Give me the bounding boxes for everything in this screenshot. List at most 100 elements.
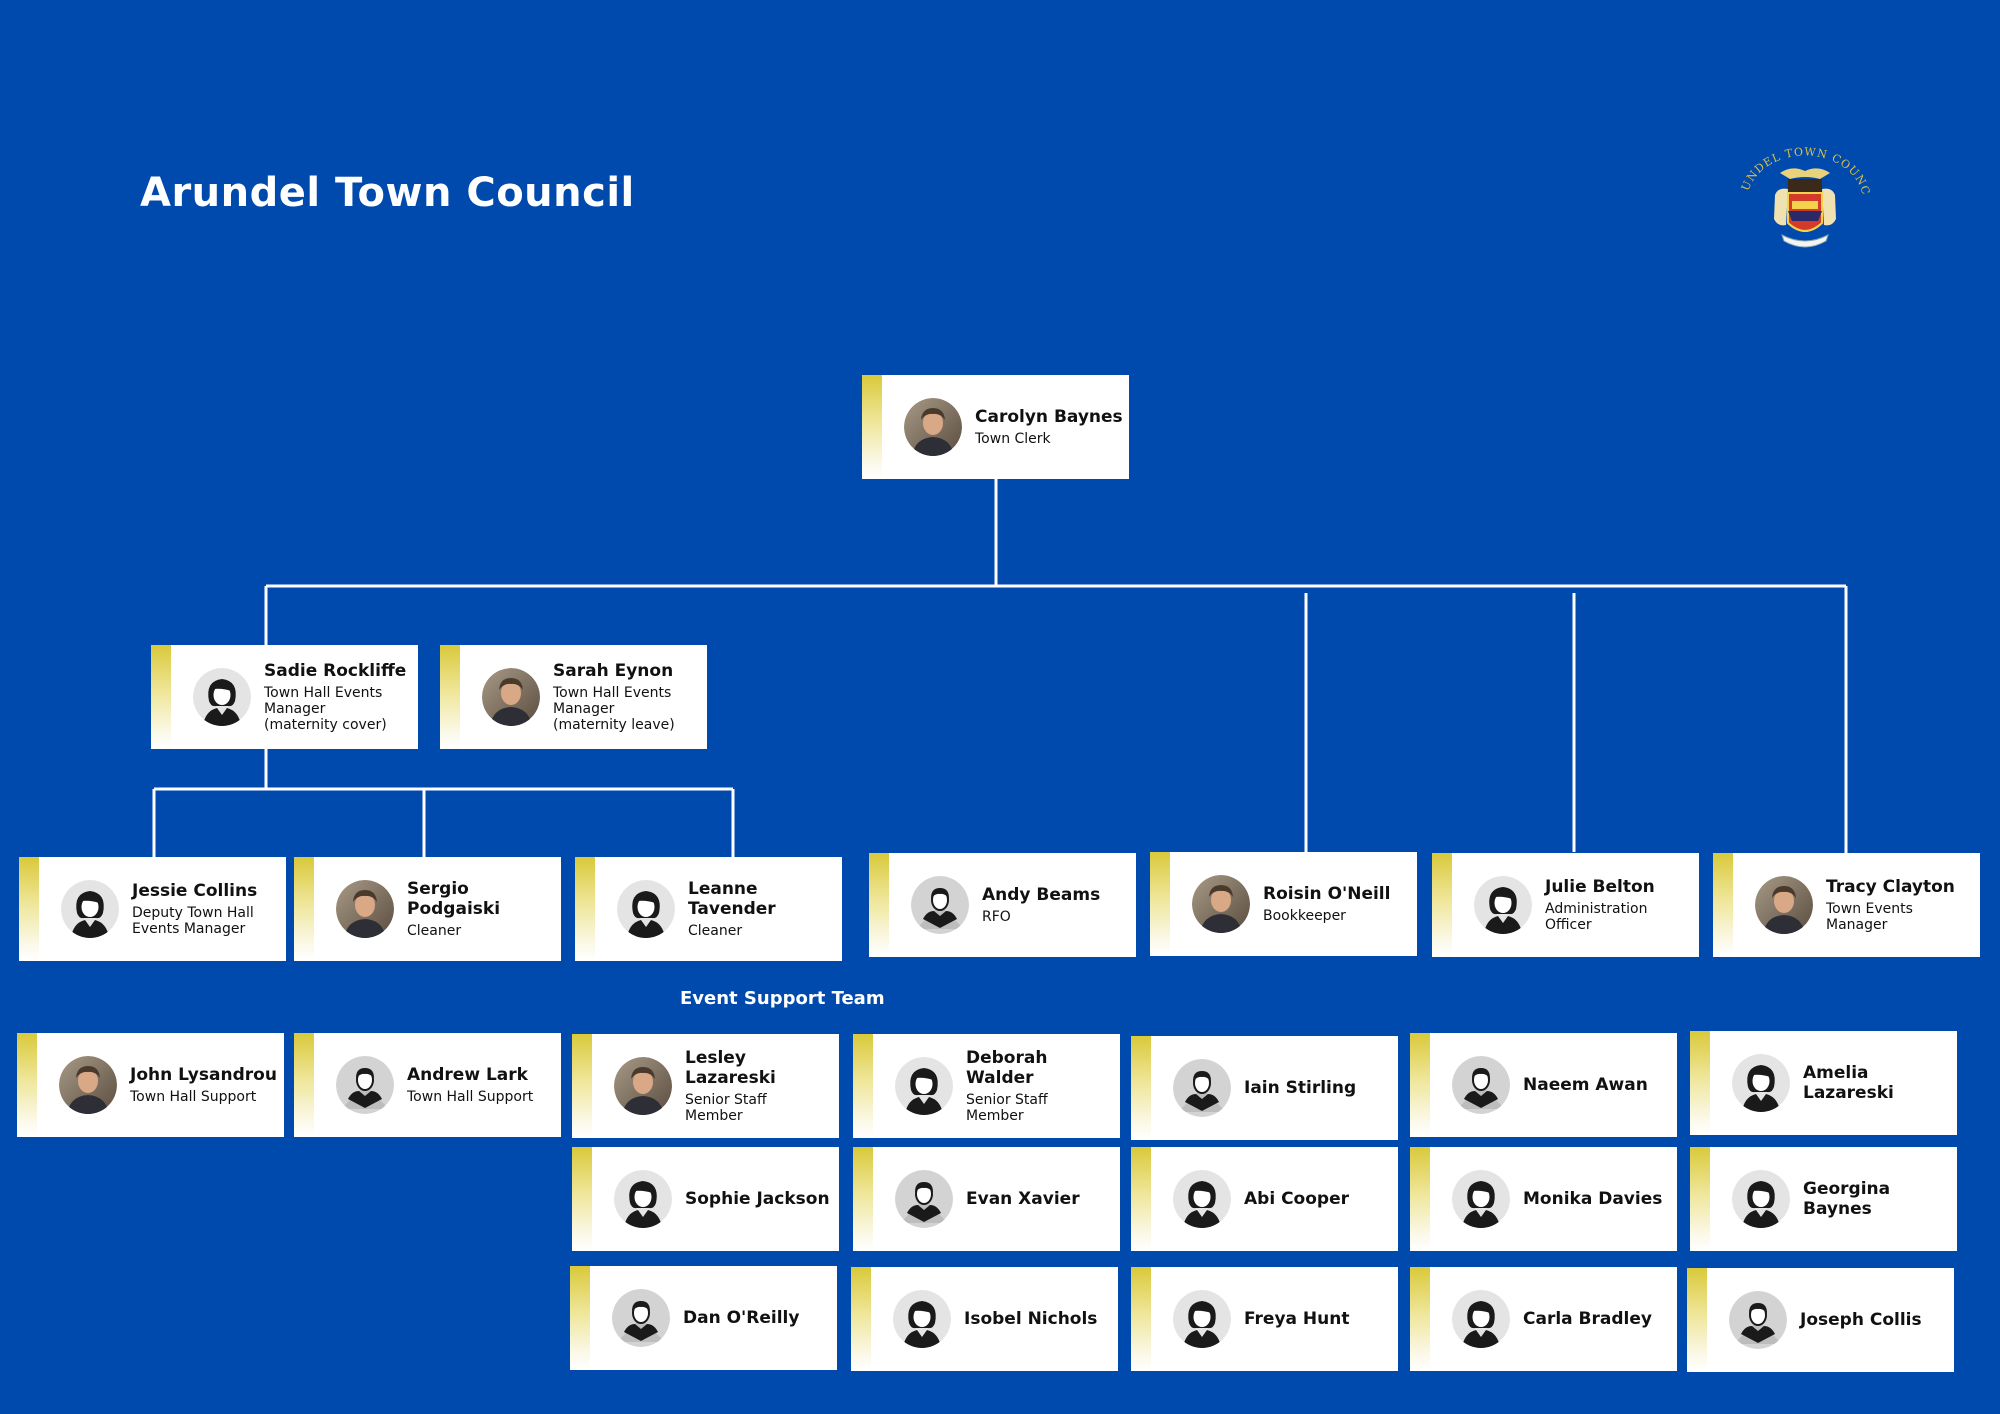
card-accent-bar [853, 1147, 873, 1251]
person-name: Carolyn Baynes [975, 407, 1123, 427]
female-avatar-icon [1173, 1170, 1231, 1228]
person-name: Monika Davies [1523, 1189, 1663, 1209]
org-card-monika[interactable]: Monika Davies [1410, 1147, 1677, 1251]
event-support-team-label: Event Support Team [680, 988, 885, 1009]
person-role: Town Hall Support [130, 1089, 257, 1105]
person-name: Georgina Baynes [1803, 1179, 1891, 1219]
card-text: Freya Hunt [1244, 1267, 1392, 1371]
person-name: Andy Beams [982, 885, 1101, 905]
person-name: Sergio Podgaiski [407, 879, 501, 919]
card-accent-bar [575, 857, 595, 961]
person-name: Evan Xavier [966, 1189, 1080, 1209]
person-name: Sarah Eynon [553, 661, 674, 681]
card-accent-bar [1687, 1268, 1707, 1372]
card-text: Joseph Collis [1800, 1268, 1948, 1372]
org-card-joseph[interactable]: Joseph Collis [1687, 1268, 1954, 1372]
page-title: Arundel Town Council [140, 170, 635, 216]
person-name: Sophie Jackson [685, 1189, 830, 1209]
person-name: Jessie Collins [132, 881, 258, 901]
org-card-isobel[interactable]: Isobel Nichols [851, 1267, 1118, 1371]
org-card-georgina[interactable]: Georgina Baynes [1690, 1147, 1957, 1251]
person-name: Tracy Clayton [1826, 877, 1955, 897]
female-avatar-icon [614, 1170, 672, 1228]
person-role: RFO [982, 909, 1011, 925]
person-role: Senior Staff Member [685, 1092, 767, 1124]
male-avatar-icon [911, 876, 969, 934]
person-name: Iain Stirling [1244, 1078, 1357, 1098]
card-accent-bar [1713, 853, 1733, 957]
card-accent-bar [17, 1033, 37, 1137]
org-card-evan[interactable]: Evan Xavier [853, 1147, 1120, 1251]
card-accent-bar [1410, 1033, 1430, 1137]
person-name: Leanne Tavender [688, 879, 776, 919]
card-accent-bar [1410, 1267, 1430, 1371]
org-card-sophie[interactable]: Sophie Jackson [572, 1147, 839, 1251]
org-card-carla[interactable]: Carla Bradley [1410, 1267, 1677, 1371]
org-card-amelia[interactable]: Amelia Lazareski [1690, 1031, 1957, 1135]
card-text: Sophie Jackson [685, 1147, 833, 1251]
person-name: John Lysandrou [130, 1065, 277, 1085]
person-role: Cleaner [688, 923, 743, 939]
person-role: Deputy Town Hall Events Manager [132, 905, 254, 937]
person-name: Deborah Walder [966, 1048, 1048, 1088]
card-accent-bar [853, 1034, 873, 1138]
photo-icon [1755, 876, 1813, 934]
org-card-iain[interactable]: Iain Stirling [1131, 1036, 1398, 1140]
female-avatar-icon [617, 880, 675, 938]
card-text: Dan O'Reilly [683, 1266, 831, 1370]
card-accent-bar [869, 853, 889, 957]
male-avatar-icon [336, 1056, 394, 1114]
card-accent-bar [1131, 1036, 1151, 1140]
org-card-naeem[interactable]: Naeem Awan [1410, 1033, 1677, 1137]
photo-icon [1192, 875, 1250, 933]
card-text: Amelia Lazareski [1803, 1031, 1951, 1135]
card-text: Evan Xavier [966, 1147, 1114, 1251]
female-avatar-icon [895, 1057, 953, 1115]
card-accent-bar [1150, 852, 1170, 956]
org-card-dan[interactable]: Dan O'Reilly [570, 1266, 837, 1370]
person-name: Naeem Awan [1523, 1075, 1648, 1095]
card-accent-bar [440, 645, 460, 749]
photo-icon [336, 880, 394, 938]
person-role: Town Hall Support [407, 1089, 534, 1105]
female-avatar-icon [1474, 876, 1532, 934]
org-card-abi[interactable]: Abi Cooper [1131, 1147, 1398, 1251]
card-text: Naeem Awan [1523, 1033, 1671, 1137]
card-text: Isobel Nichols [964, 1267, 1112, 1371]
person-role: Administration Officer [1545, 901, 1648, 933]
photo-icon [59, 1056, 117, 1114]
card-accent-bar [862, 375, 882, 479]
female-avatar-icon [893, 1290, 951, 1348]
org-card-freya[interactable]: Freya Hunt [1131, 1267, 1398, 1371]
male-avatar-icon [1729, 1291, 1787, 1349]
female-avatar-icon [193, 668, 251, 726]
card-text: Monika Davies [1523, 1147, 1671, 1251]
person-role: Town Clerk [975, 431, 1051, 447]
card-text: Carla Bradley [1523, 1267, 1671, 1371]
